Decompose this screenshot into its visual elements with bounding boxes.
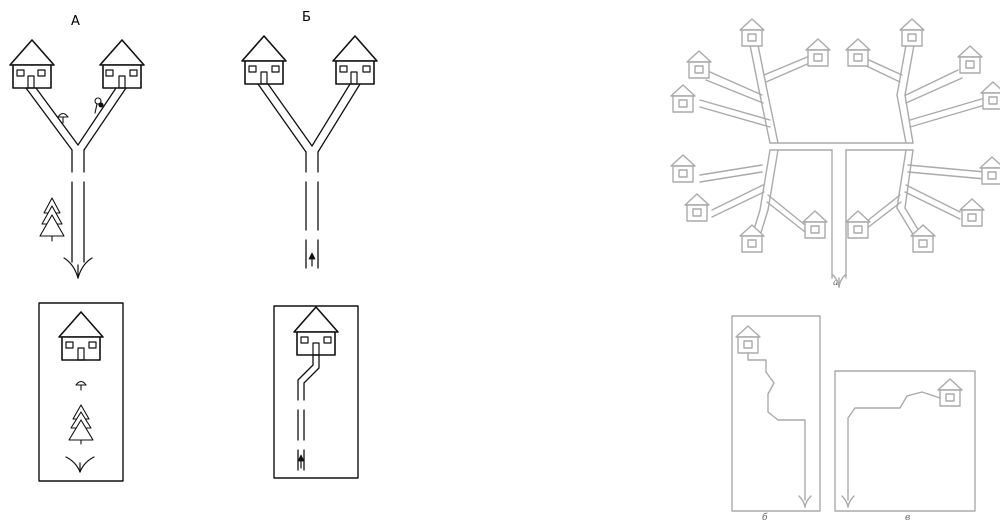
- house-icon: [803, 211, 827, 238]
- road: [258, 84, 360, 268]
- panel-right-a: [671, 19, 1000, 287]
- arrow-up-icon: [298, 455, 304, 468]
- road: [298, 355, 319, 470]
- house-icon: [333, 36, 377, 84]
- house-icon: [846, 211, 870, 238]
- house-icon: [960, 199, 984, 226]
- house-icon: [740, 19, 764, 46]
- house-icon: [900, 19, 924, 46]
- mushroom-icon: [58, 114, 68, 124]
- house-icon: [980, 157, 1000, 184]
- panel-b: [242, 36, 377, 478]
- mushroom-icon: [76, 382, 86, 391]
- house-icon: [846, 39, 870, 66]
- house-icon: [242, 36, 286, 84]
- house-icon: [671, 155, 695, 182]
- tree-icon: [40, 198, 64, 241]
- house-icon: [740, 225, 764, 252]
- grass-icon: [833, 275, 845, 287]
- house-icon: [100, 40, 144, 88]
- house-icon: [736, 326, 760, 353]
- route-path: [848, 392, 940, 500]
- grass-icon: [64, 258, 92, 278]
- house-icon: [806, 39, 830, 66]
- house-icon: [958, 46, 982, 73]
- panel-right-v: [835, 371, 975, 511]
- route-path: [748, 353, 805, 500]
- house-icon: [938, 379, 962, 406]
- tree-icon: [69, 405, 93, 444]
- house-icon: [671, 85, 695, 112]
- house-icon: [294, 307, 338, 355]
- flower-icon: [95, 98, 103, 113]
- panel-right-b: [732, 316, 820, 511]
- arrow-up-icon: [309, 253, 315, 266]
- panel-a: [10, 40, 144, 481]
- house-icon: [685, 194, 709, 221]
- house-icon: [687, 51, 711, 78]
- house-icon: [10, 40, 54, 88]
- house-icon: [59, 312, 103, 360]
- house-icon: [981, 82, 1000, 109]
- house-icon: [911, 225, 935, 252]
- grass-icon: [66, 457, 94, 472]
